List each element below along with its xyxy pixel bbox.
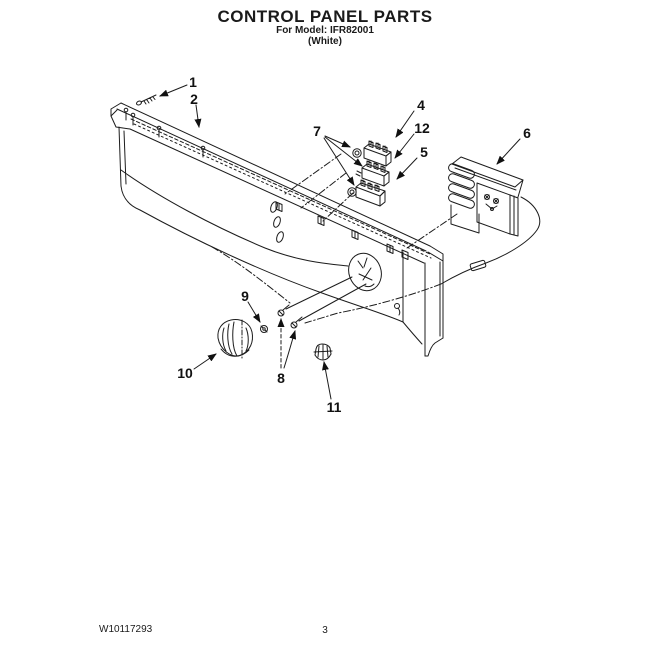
callout-7: 7 [313, 123, 321, 139]
callout-6: 6 [523, 125, 531, 141]
arrow-to-part-9 [248, 302, 261, 323]
panel-end-cap [425, 246, 443, 356]
callout-11: 11 [327, 399, 342, 415]
arrow-to-part-7a [325, 136, 351, 147]
timer-knob-opening [343, 249, 386, 296]
arrow-to-part-6 [496, 139, 520, 165]
switch-mounting-leaders [285, 154, 353, 221]
mounting-screw-b [291, 284, 366, 328]
grommet [261, 326, 268, 333]
arrow-to-part-2 [194, 105, 202, 128]
switch-part12 [356, 161, 389, 186]
wire-harness [305, 197, 540, 323]
arrow-to-part-5 [396, 158, 417, 180]
arrow-to-part-7b [325, 137, 363, 167]
button-cap [353, 149, 361, 157]
control-knob [218, 320, 253, 358]
arrow-to-part-8b [284, 330, 297, 368]
arrow-to-part-11 [322, 361, 331, 399]
switch-part5 [348, 180, 385, 206]
callout-2: 2 [190, 91, 198, 107]
callout-5: 5 [420, 144, 428, 160]
callout-10: 10 [177, 365, 193, 381]
timer-fins [447, 163, 475, 210]
finish-line: (White) [308, 36, 342, 47]
model-line: For Model: IFR82001 [276, 25, 374, 36]
callout-labels: 1 2 4 12 5 7 6 9 10 8 11 [177, 74, 531, 415]
arrow-to-part-12 [394, 134, 414, 159]
page-title: CONTROL PANEL PARTS [217, 7, 433, 26]
timer-alignment-leader [407, 214, 457, 248]
switch-part4 [353, 141, 391, 166]
page-number: 3 [322, 625, 328, 636]
arrow-to-part-7c [324, 138, 355, 186]
arrow-to-part-1 [159, 85, 187, 96]
arrow-to-part-10 [194, 353, 217, 369]
callout-1: 1 [189, 74, 197, 90]
timer-terminals [485, 195, 499, 211]
trim-screws [124, 108, 205, 157]
loose-screw-part1 [136, 95, 156, 106]
arrow-to-part-4 [395, 111, 414, 138]
mounting-screw-a [278, 277, 352, 316]
document-number: W10117293 [99, 624, 153, 635]
callout-9: 9 [241, 288, 249, 304]
callout-4: 4 [417, 97, 425, 113]
timer-assembly [447, 157, 523, 236]
push-clip [314, 344, 332, 360]
panel-trim-strip [111, 103, 431, 263]
panel-face [119, 127, 422, 344]
callout-12: 12 [414, 120, 430, 136]
harness-connector [470, 260, 486, 271]
ring-terminal [395, 304, 400, 309]
callout-8: 8 [277, 370, 285, 386]
callout-arrows [159, 85, 520, 399]
